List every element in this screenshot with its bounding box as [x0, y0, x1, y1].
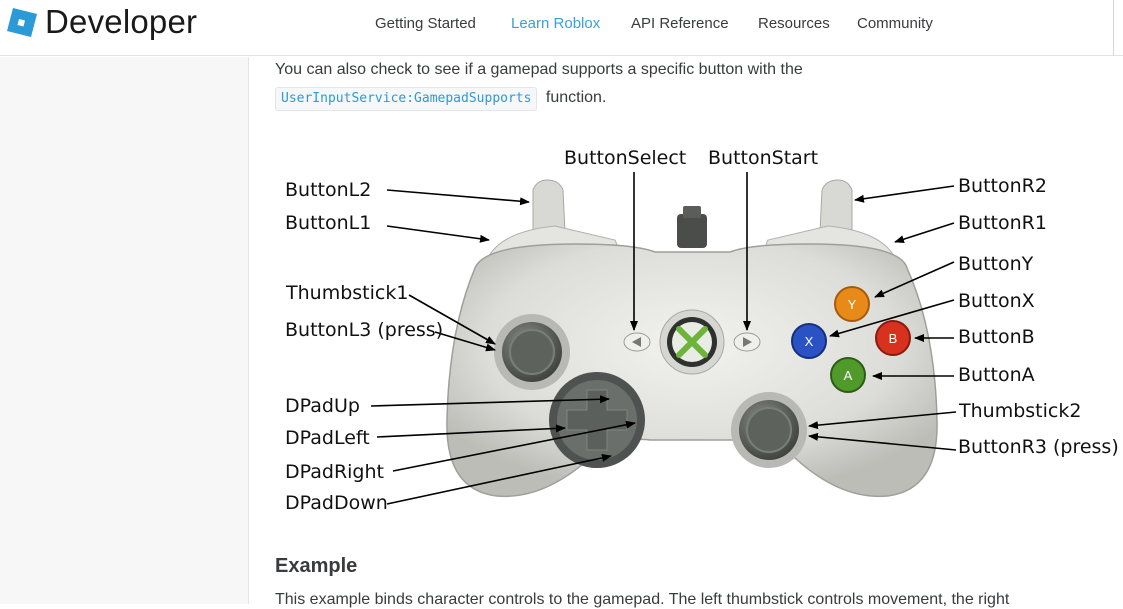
gamepad-supports-link[interactable]: UserInputService:GamepadSupports — [275, 87, 538, 111]
brand-title[interactable]: Developer — [45, 3, 198, 40]
label-button-r3: ButtonR3 (press) — [958, 436, 1119, 458]
top-nav-bar: Developer Getting Started Learn Roblox A… — [0, 0, 1123, 56]
label-button-l1: ButtonL1 — [285, 212, 372, 234]
label-button-a: ButtonA — [958, 364, 1035, 386]
nav-api-reference[interactable]: API Reference — [631, 15, 729, 32]
label-button-l3: ButtonL3 (press) — [285, 319, 444, 341]
face-button-y-letter: Y — [848, 297, 857, 312]
nav-resources[interactable]: Resources — [758, 15, 830, 32]
label-thumbstick1: Thumbstick1 — [286, 282, 409, 304]
label-button-y: ButtonY — [958, 253, 1034, 275]
nav-learn-roblox[interactable]: Learn Roblox — [511, 15, 601, 32]
label-button-r1: ButtonR1 — [958, 212, 1047, 234]
gamepad-diagram: Y X B A ButtonSelect ButtonStart — [275, 140, 1123, 520]
label-thumbstick2: Thumbstick2 — [959, 400, 1082, 422]
face-button-x-letter: X — [805, 334, 814, 349]
gamepad-illustration: Y X B A — [370, 172, 957, 505]
intro-text: You can also check to see if a gamepad s… — [275, 61, 803, 78]
sidebar — [0, 57, 249, 604]
label-dpad-left: DPadLeft — [285, 427, 370, 449]
label-dpad-up: DPadUp — [285, 395, 360, 417]
label-button-start: ButtonStart — [708, 147, 819, 169]
face-button-b-letter: B — [889, 331, 898, 346]
label-button-b: ButtonB — [958, 326, 1035, 348]
label-button-x: ButtonX — [958, 290, 1035, 312]
label-dpad-right: DPadRight — [285, 461, 384, 483]
example-heading: Example — [275, 555, 358, 577]
intro-text-end: function. — [545, 89, 607, 106]
roblox-logo-icon[interactable] — [6, 6, 38, 38]
label-dpad-down: DPadDown — [285, 492, 388, 514]
intro-paragraph: You can also check to see if a gamepad s… — [275, 56, 1115, 112]
face-button-a-letter: A — [844, 368, 853, 383]
label-button-l2: ButtonL2 — [285, 179, 372, 201]
nav-community[interactable]: Community — [857, 15, 933, 32]
label-button-select: ButtonSelect — [564, 147, 687, 169]
nav-divider — [1113, 0, 1114, 56]
label-button-r2: ButtonR2 — [958, 175, 1047, 197]
example-paragraph: This example binds character controls to… — [275, 591, 1010, 608]
nav-getting-started[interactable]: Getting Started — [375, 15, 476, 32]
